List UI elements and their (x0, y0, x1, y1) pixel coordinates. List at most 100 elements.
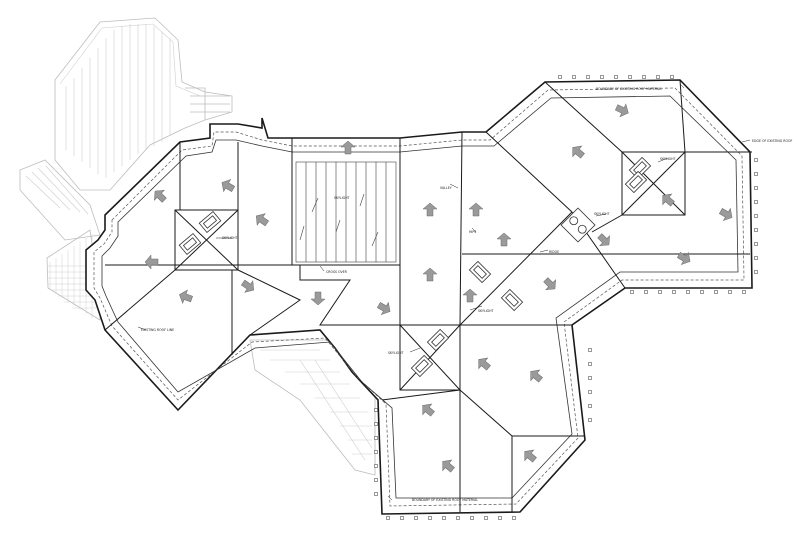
skylight-icon (198, 211, 222, 233)
post-marker (498, 516, 502, 520)
slope-arrow-icon (340, 140, 356, 155)
post-marker (558, 75, 562, 79)
post-marker (728, 290, 732, 294)
note-boundary-existing-material: BOUNDARY OF EXISTING ROOF MATERIAL (412, 498, 478, 502)
post-marker (754, 172, 758, 176)
post-marker (588, 418, 592, 422)
skylight-icon (426, 328, 450, 352)
post-marker (700, 290, 704, 294)
slope-arrow-icon (376, 301, 391, 316)
post-marker (470, 516, 474, 520)
note-existing-roof-line: EXISTING ROOF LINE (141, 328, 174, 332)
slope-arrow-icon (496, 232, 512, 247)
slope-arrow-icon (597, 233, 610, 246)
post-marker (754, 242, 758, 246)
post-marker (512, 516, 516, 520)
post-marker (672, 290, 676, 294)
post-marker (630, 290, 634, 294)
post-marker (714, 290, 718, 294)
skylight-icon (178, 233, 202, 255)
post-marker (754, 256, 758, 260)
slope-arrow-icon (255, 213, 269, 227)
post-marker (374, 478, 378, 482)
note-skylight: SKYLIGHT (594, 212, 610, 216)
post-marker (414, 516, 418, 520)
skylight-icon (628, 156, 652, 180)
slope-arrow-icon (676, 251, 691, 266)
skylights (178, 156, 652, 378)
slope-arrow-icon (179, 289, 193, 304)
note-edge-of-existing-roof: EDGE OF EXISTING ROOF (752, 139, 792, 143)
slope-arrow-icon (422, 202, 438, 217)
note-skylight: SKYLIGHT (222, 236, 238, 240)
slope-arrow-icon (468, 202, 484, 217)
post-marker (442, 516, 446, 520)
post-marker (658, 290, 662, 294)
slope-arrows (144, 103, 733, 473)
slope-arrow-icon (241, 279, 255, 293)
slope-arrow-icon (310, 291, 326, 306)
post-marker (754, 158, 758, 162)
note-boundary-existing-material: BOUNDARY OF EXISTING ROOF MATERIAL (596, 87, 662, 91)
slope-arrow-icon (221, 178, 236, 193)
post-marker (754, 200, 758, 204)
post-marker (588, 404, 592, 408)
leader-lines (137, 83, 751, 501)
ridge-hip-valley-lines (104, 79, 752, 512)
center-trellis (295, 161, 397, 263)
skylight-icon (410, 354, 434, 378)
post-marker (614, 75, 618, 79)
slope-arrow-icon (462, 288, 478, 303)
slope-arrow-icon (154, 190, 167, 203)
perimeter-posts (374, 75, 758, 520)
slope-arrow-icon (478, 357, 491, 371)
post-marker (400, 516, 404, 520)
slope-arrow-icon (422, 403, 435, 417)
note-skylight: SKYLIGHT (660, 157, 676, 161)
slope-arrow-icon (524, 449, 537, 463)
slope-arrow-icon (543, 277, 556, 290)
post-marker (644, 290, 648, 294)
note-ridge: RIDGE (549, 250, 559, 254)
skylight-icon (624, 170, 648, 194)
slope-arrow-icon (572, 145, 585, 159)
slope-arrow-icon (718, 207, 733, 222)
post-marker (754, 270, 758, 274)
note-cross-over: CROSS OVER (326, 270, 348, 274)
post-marker (586, 75, 590, 79)
post-marker (484, 516, 488, 520)
post-marker (670, 75, 674, 79)
post-marker (628, 75, 632, 79)
post-marker (374, 450, 378, 454)
post-marker (572, 75, 576, 79)
post-marker (374, 464, 378, 468)
slope-arrow-icon (530, 369, 543, 383)
post-marker (588, 362, 592, 366)
skylight-icon (560, 207, 596, 243)
drawing-notes: SKYLIGHT SKYLIGHT SKYLIGHT SKYLIGHT SKYL… (141, 87, 792, 502)
post-marker (642, 75, 646, 79)
post-marker (742, 290, 746, 294)
post-marker (656, 75, 660, 79)
eave-lines (93, 87, 745, 507)
slope-arrow-icon (662, 193, 675, 207)
slope-arrow-icon (422, 267, 438, 282)
post-marker (588, 390, 592, 394)
note-skylight: SKYLIGHT (478, 309, 494, 313)
note-skylight: SKYLIGHT (388, 351, 404, 355)
post-marker (374, 408, 378, 412)
post-marker (374, 492, 378, 496)
post-marker (428, 516, 432, 520)
slope-arrow-icon (144, 254, 159, 270)
post-marker (386, 516, 390, 520)
post-marker (588, 376, 592, 380)
post-marker (374, 436, 378, 440)
slope-arrow-icon (614, 103, 629, 118)
post-marker (686, 290, 690, 294)
post-marker (754, 186, 758, 190)
note-skylight: SKYLIGHT (334, 196, 350, 200)
note-hips: HIPS (469, 230, 476, 234)
post-marker (588, 348, 592, 352)
post-marker (754, 214, 758, 218)
